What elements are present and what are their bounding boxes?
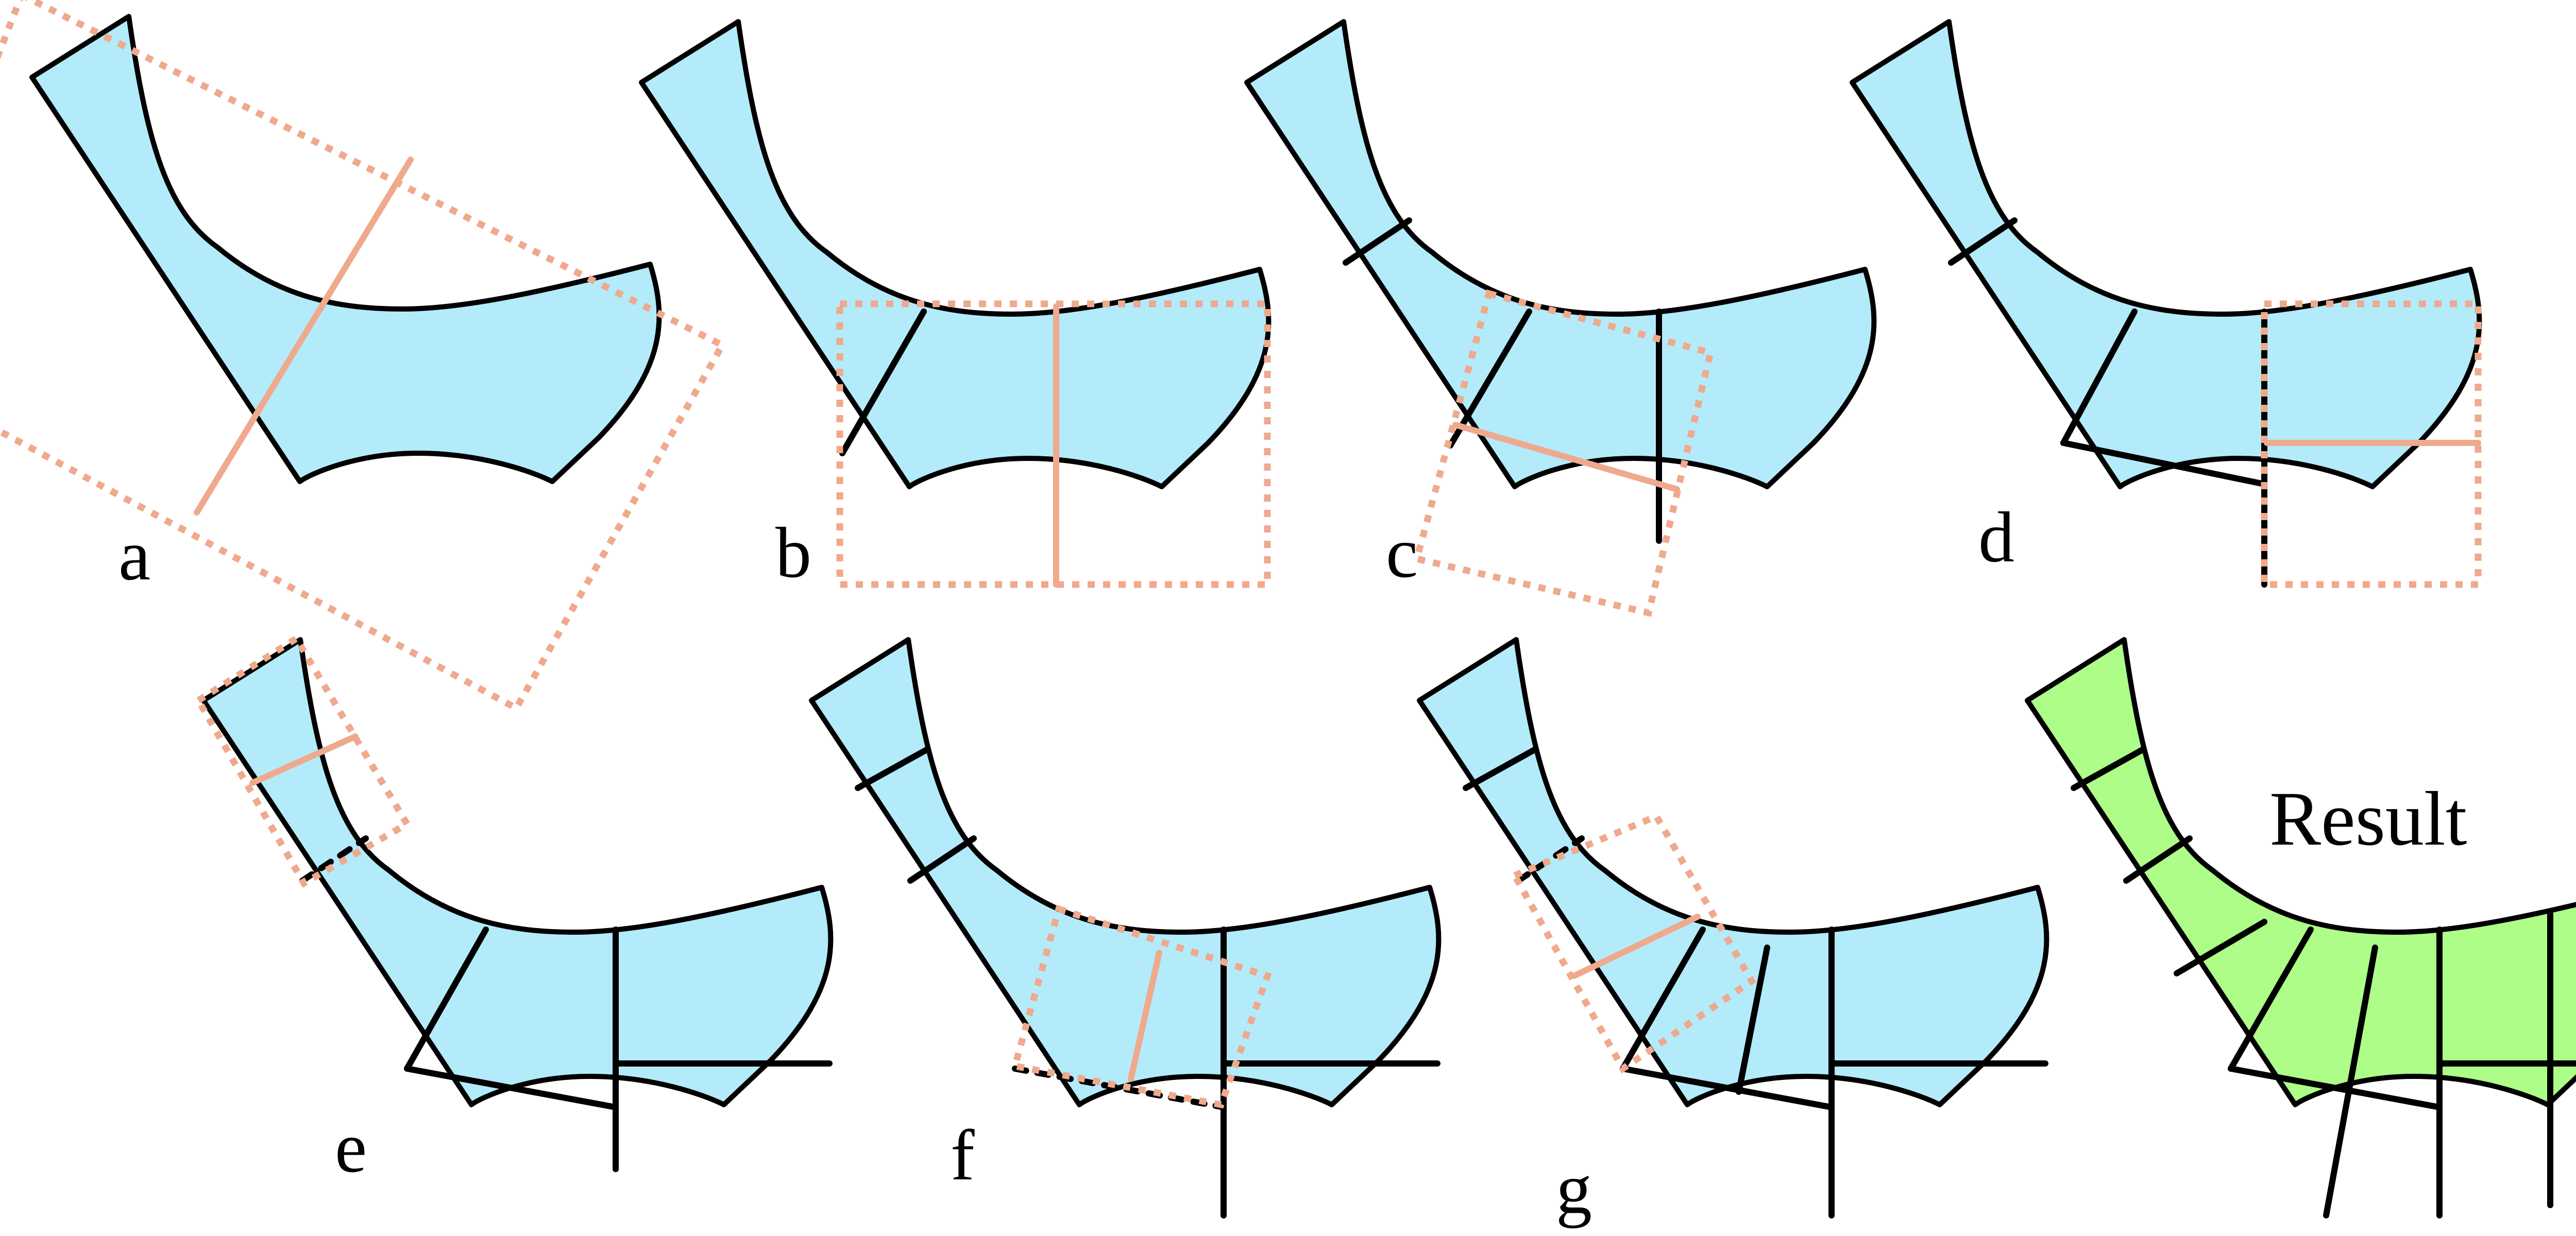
region-shape bbox=[2027, 640, 2576, 1105]
panel-label-f: f bbox=[951, 1115, 975, 1195]
partition-line bbox=[2174, 919, 2267, 976]
partition-line bbox=[1736, 945, 1770, 1095]
partition-line bbox=[1515, 835, 1585, 884]
panel-g bbox=[1419, 640, 2046, 1218]
partition-line bbox=[2228, 1066, 2443, 1110]
partition-line bbox=[2228, 926, 2314, 1072]
panel-label-d: d bbox=[1978, 497, 2014, 577]
partition-line bbox=[2060, 308, 2138, 446]
panel-b bbox=[641, 22, 1268, 588]
cut-line bbox=[249, 733, 359, 786]
panel-d bbox=[1852, 22, 2479, 588]
bounding-box bbox=[1010, 904, 1272, 1109]
panel-label-result: Result bbox=[2269, 776, 2467, 862]
partition-line bbox=[839, 308, 927, 456]
partition-line bbox=[855, 746, 930, 791]
panel-label-a: a bbox=[118, 516, 150, 595]
panel-label-b: b bbox=[775, 513, 811, 593]
panel-f bbox=[811, 640, 1438, 1218]
region-shape bbox=[1419, 640, 2046, 1105]
partition-line bbox=[907, 835, 977, 884]
cut-line bbox=[1452, 422, 1680, 492]
partition-line bbox=[404, 926, 489, 1072]
bounding-box bbox=[1510, 812, 1756, 1074]
partition-line bbox=[1463, 746, 1538, 791]
cut-line bbox=[1571, 914, 1701, 979]
partition-line bbox=[1620, 926, 1706, 1072]
partition-line bbox=[1948, 217, 2018, 266]
partition-line bbox=[1620, 1066, 1835, 1110]
region-shape bbox=[641, 22, 1268, 487]
panel-label-c: c bbox=[1386, 513, 1418, 593]
region-shape bbox=[204, 640, 831, 1105]
partition-line bbox=[2071, 746, 2146, 791]
panel-label-g: g bbox=[1556, 1149, 1592, 1229]
region-shape bbox=[1852, 22, 2479, 487]
cut-line bbox=[194, 157, 414, 516]
region-shape bbox=[1247, 22, 1874, 487]
panel-e bbox=[194, 633, 831, 1172]
region-shape bbox=[32, 16, 659, 482]
panel-a bbox=[0, 0, 727, 713]
panel-result bbox=[2027, 640, 2576, 1218]
panel-label-e: e bbox=[335, 1108, 367, 1188]
cut-line bbox=[1128, 950, 1162, 1082]
partition-line bbox=[1343, 217, 1412, 266]
partition-line bbox=[2123, 835, 2193, 884]
panel-c bbox=[1247, 22, 1874, 617]
bounding-box bbox=[1412, 289, 1715, 617]
partition-line bbox=[1447, 308, 1532, 449]
partition-line bbox=[2060, 440, 2267, 487]
region-shape bbox=[811, 640, 1438, 1105]
partition-line bbox=[2323, 945, 2378, 1218]
partition-line bbox=[404, 1066, 619, 1110]
partition-line bbox=[299, 835, 369, 884]
